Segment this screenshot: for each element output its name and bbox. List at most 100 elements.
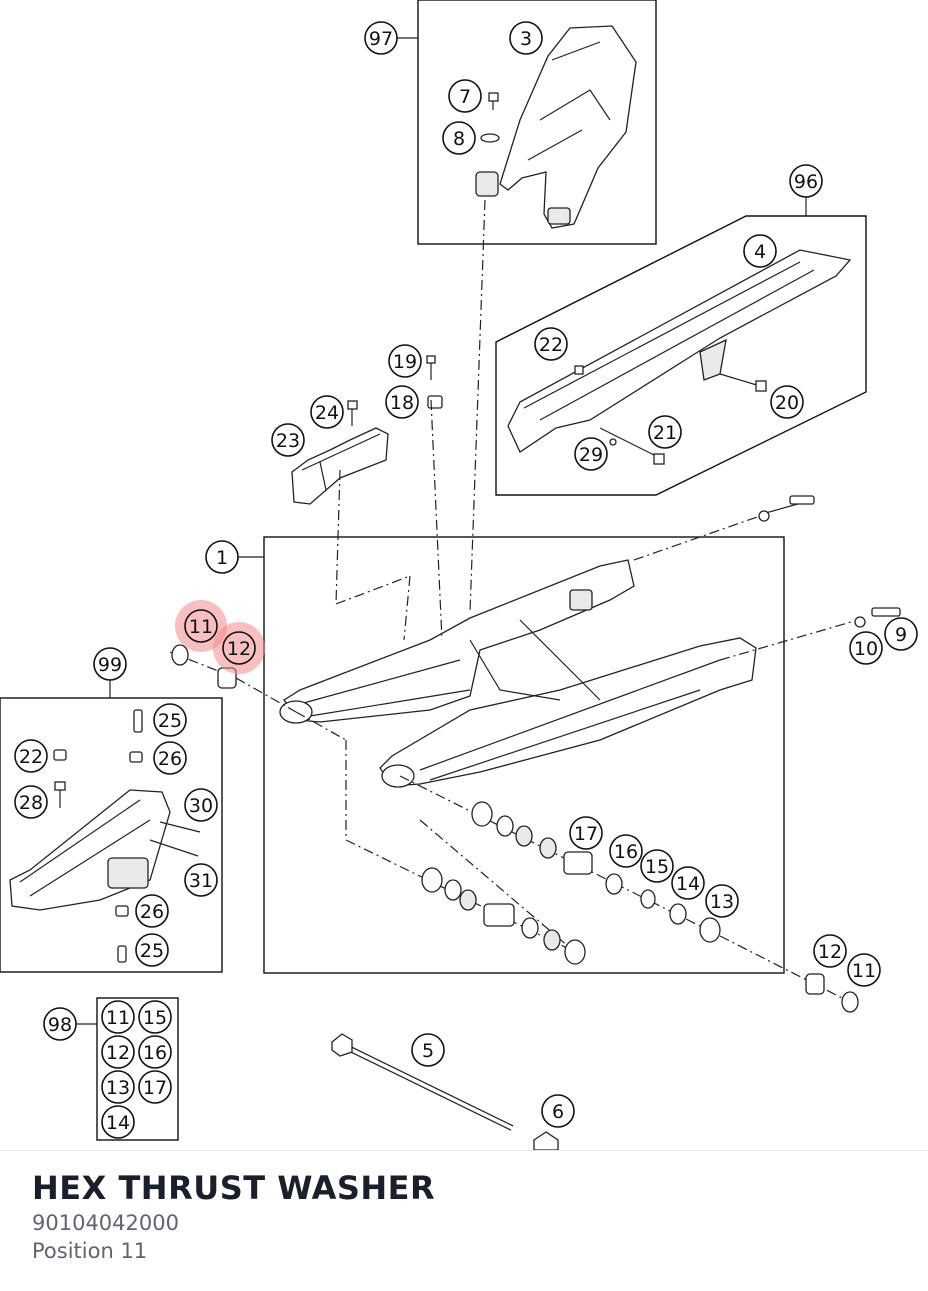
callout-ring (640, 849, 674, 883)
swingarm-axle-5 (331, 1033, 514, 1131)
washer-11-right (841, 991, 859, 1013)
bolt-31 (149, 839, 199, 857)
nut-26-bottom (115, 905, 129, 917)
callout-c15: 15 (640, 849, 674, 883)
pivot-bolt-right (758, 495, 815, 522)
callout-ring (205, 540, 239, 574)
callout-number: 16 (614, 841, 638, 863)
callout-ring (849, 631, 883, 665)
callout-k11: 11 (101, 1000, 135, 1034)
callout-number: 7 (459, 86, 471, 108)
callout-ring (14, 739, 48, 773)
panel-96-frame (495, 215, 867, 496)
callout-number: 6 (552, 1101, 564, 1123)
callout-c11hl[interactable]: 11 (175, 600, 227, 652)
callout-number: 4 (754, 241, 766, 263)
callout-number: 96 (794, 171, 818, 193)
callout-c31: 31 (184, 863, 218, 897)
callout-c12r: 12 (813, 934, 847, 968)
nut-18 (427, 395, 443, 409)
panel-1-frame (263, 536, 785, 974)
callout-ring (138, 1000, 172, 1034)
callout-number: 9 (895, 624, 907, 646)
bolt-20 (719, 373, 767, 392)
callout-ring (385, 385, 419, 419)
callout-number: 28 (19, 792, 43, 814)
part-name: HEX THRUST WASHER (32, 1169, 436, 1207)
callout-ring (101, 1105, 135, 1139)
callout-number: 14 (106, 1112, 130, 1134)
callout-ring (534, 327, 568, 361)
callout-number: 26 (158, 748, 182, 770)
callout-number: 14 (676, 873, 700, 895)
bearing-set-upper (471, 801, 721, 943)
chain-guide-part (9, 789, 171, 911)
washer-12-right (805, 973, 825, 995)
callout-number: 26 (140, 901, 164, 923)
part-position: Position 11 (32, 1239, 148, 1263)
panel-98-frame (96, 997, 179, 1141)
callout-c12hl[interactable]: 12 (213, 622, 265, 674)
callout-ring (14, 785, 48, 819)
callout-c19: 19 (388, 344, 422, 378)
part-number: 90104042000 (32, 1211, 179, 1235)
callout-number: 13 (710, 891, 734, 913)
callout-c6: 6 (541, 1094, 575, 1128)
callout-ring (388, 344, 422, 378)
callout-number: 97 (369, 28, 393, 50)
nut-26-top (129, 751, 143, 763)
screw-25-bottom (117, 945, 127, 963)
callout-ring (43, 1007, 77, 1041)
callout-c11r: 11 (847, 953, 881, 987)
callout-ring (448, 79, 482, 113)
callout-ring (705, 884, 739, 918)
callout-number: 17 (574, 823, 598, 845)
callout-number: 12 (106, 1042, 130, 1064)
callout-number: 23 (276, 430, 300, 452)
nut-22-guide (53, 749, 67, 761)
callout-number: 20 (775, 392, 799, 414)
bearing-set-lower (421, 867, 586, 965)
callout-number: 12 (818, 941, 842, 963)
highlight-glow (175, 600, 227, 652)
callout-number: 1 (216, 547, 228, 569)
screw-19 (426, 355, 436, 380)
callout-ring (184, 609, 218, 643)
callout-c9: 9 (884, 617, 918, 651)
callout-number: 24 (315, 402, 339, 424)
washer-11-left (171, 644, 189, 666)
callout-ring (101, 1035, 135, 1069)
callout-c7: 7 (448, 79, 482, 113)
callout-c97: 97 (364, 21, 398, 55)
callout-ring (884, 617, 918, 651)
callout-number: 10 (854, 638, 878, 660)
callout-c20: 20 (770, 385, 804, 419)
callout-number: 98 (48, 1014, 72, 1036)
callout-ring (153, 741, 187, 775)
bolt-21 (599, 427, 665, 465)
callout-number: 15 (143, 1007, 167, 1029)
screw-24 (347, 400, 358, 426)
callout-c17: 17 (569, 816, 603, 850)
callout-ring (813, 934, 847, 968)
callout-number: 16 (143, 1042, 167, 1064)
callout-c26b: 26 (135, 894, 169, 928)
callout-number: 13 (106, 1077, 130, 1099)
panel-99-frame (0, 697, 223, 973)
callout-c98: 98 (43, 1007, 77, 1041)
bolt-9 (854, 607, 901, 628)
callout-number: 99 (98, 654, 122, 676)
callout-number: 5 (422, 1040, 434, 1062)
callout-c10: 10 (849, 631, 883, 665)
callout-ring (569, 816, 603, 850)
callout-c28: 28 (14, 785, 48, 819)
callout-c22b: 22 (14, 739, 48, 773)
callout-number: 29 (579, 444, 603, 466)
callout-number: 31 (189, 870, 213, 892)
screw-25-top (133, 709, 143, 733)
washer-8 (480, 133, 500, 143)
callout-c25a: 25 (153, 703, 187, 737)
callout-number: 8 (453, 128, 465, 150)
callout-ring (153, 703, 187, 737)
